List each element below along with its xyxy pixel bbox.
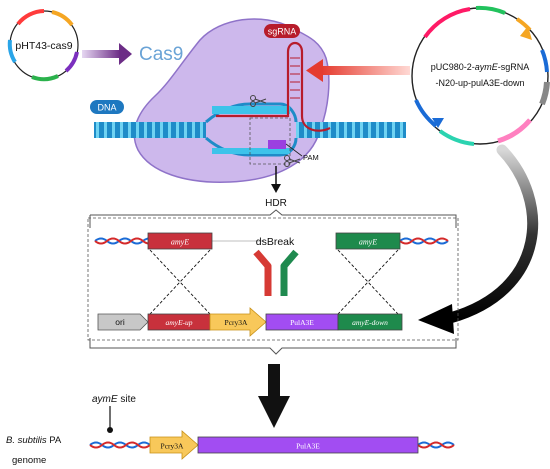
dsbreak-label: dsBreak <box>256 236 295 248</box>
plasmid-segment-purple <box>64 51 79 73</box>
site-label: aymE site <box>92 394 136 405</box>
plasmid-segment-orange <box>51 10 74 27</box>
dna-badge <box>90 100 124 114</box>
arrow-plasmid-to-cas9 <box>82 43 132 65</box>
amyE-right-arm <box>335 232 401 250</box>
plasmid-right-line2: -N20-up-pulA3E-down <box>435 78 524 88</box>
arrow-plasmid-to-sgrna <box>306 59 410 82</box>
target-dna <box>94 102 406 157</box>
pam-site <box>268 140 286 149</box>
dna-unwound-top <box>212 106 290 114</box>
pula3e-label: PulA3E <box>290 318 314 327</box>
plasmid-right-line1: pUC980-2-aymE-sgRNA <box>431 62 530 72</box>
plasmid-left-label: pHT43-cas9 <box>15 40 72 52</box>
hdr-label: HDR <box>265 198 287 209</box>
dna-right-segment <box>296 122 406 138</box>
site-marker <box>107 427 113 433</box>
species-label: B. subtilis PA <box>6 435 62 446</box>
sgrna-hairpin <box>216 41 331 132</box>
genome-label: genome <box>12 455 46 466</box>
crossover-left <box>149 249 211 315</box>
plasmid-segment-blue <box>7 39 17 64</box>
scissors-icon <box>284 155 301 167</box>
amyE-left-arm <box>147 232 213 250</box>
arrow-integration <box>258 364 290 428</box>
pcry3a-promoter <box>209 307 267 337</box>
genome-pula3e-gene <box>197 436 419 454</box>
pam-label: PAM <box>303 153 319 162</box>
amyE-right-label: amyE <box>359 238 377 247</box>
hdr-arrow <box>271 184 281 193</box>
genome-strand-top <box>94 237 449 245</box>
arrow-plasmid-to-donor <box>418 144 539 334</box>
plasmid-puc980-2: pUC980-2-aymE-sgRNA -N20-up-pulA3E-down <box>411 5 550 146</box>
plasmid-phT43-cas9: pHT43-cas9 <box>7 9 79 82</box>
dna-left-segment <box>94 122 206 138</box>
dna-label: DNA <box>97 103 116 113</box>
bracket-top <box>89 209 457 228</box>
scissors-icon <box>250 95 267 107</box>
crossover-right <box>337 249 399 315</box>
bracket-bottom <box>89 338 457 355</box>
genome-pcry3a-promoter <box>149 430 199 460</box>
sgrna-badge <box>264 24 300 38</box>
ori-label: ori <box>115 317 125 327</box>
genome-pcry3a-label: Pcry3A <box>161 442 184 451</box>
ori-element <box>97 313 149 331</box>
hdr-box <box>87 217 459 341</box>
plasmid-segment-green <box>31 74 59 82</box>
sgrna-label: sgRNA <box>268 27 297 37</box>
plasmid-segment-red <box>16 9 45 26</box>
dna-unwound-bottom <box>212 148 290 154</box>
dsbreak-icon <box>253 249 299 296</box>
amyE-left-label: amyE <box>171 238 189 247</box>
amyE-down-element <box>337 313 403 331</box>
amyE-up-label: amyE-up <box>165 318 192 327</box>
cas9-label: Cas9 <box>139 44 183 65</box>
cut-site-box <box>249 117 291 165</box>
genome-pula3e-label: PulA3E <box>296 442 320 451</box>
genome-strand-bottom <box>89 441 455 449</box>
pcry3a-label: Pcry3A <box>225 318 248 327</box>
amyE-down-label: amyE-down <box>352 318 388 327</box>
